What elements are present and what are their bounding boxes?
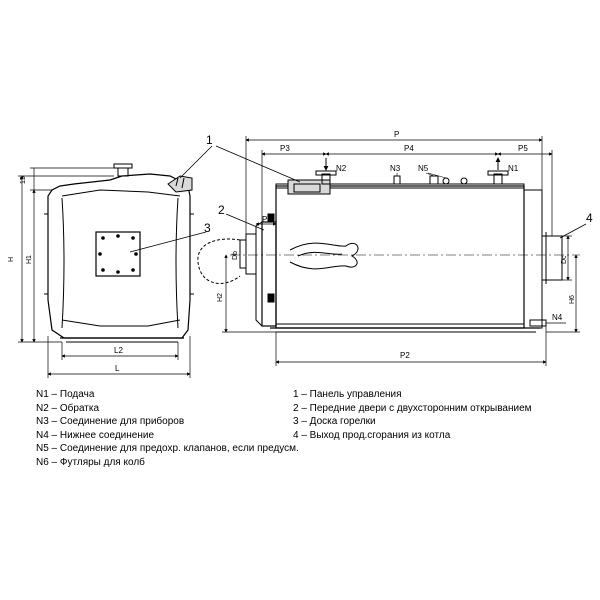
legend-item: 4 – Выход прод.сгорания из котла bbox=[293, 429, 451, 441]
side-view-n2-pipe bbox=[321, 173, 331, 185]
legend-item: N2 – Обратка bbox=[36, 402, 100, 414]
front-view-bolt bbox=[131, 268, 135, 272]
front-view-top-pipe bbox=[117, 167, 129, 177]
front-view-bolt bbox=[101, 268, 105, 272]
legend-item: 2 – Передние двери с двухсторонним откры… bbox=[293, 402, 532, 414]
legend-item: N4 – Нижнее соединение bbox=[36, 429, 155, 441]
callout-1: 1 bbox=[206, 133, 213, 147]
callout-2: 2 bbox=[218, 203, 225, 217]
dim-label-p: P bbox=[394, 130, 399, 139]
side-view-control-panel-inner bbox=[293, 183, 321, 193]
side-view-burner-flange bbox=[239, 239, 247, 269]
connection-leaders bbox=[396, 172, 447, 179]
legend-connections: N1 – Подача N2 – Обратка N3 – Соединение… bbox=[36, 388, 299, 470]
legend-item: N6 – Футляры для колб bbox=[36, 456, 145, 468]
front-view-bolt bbox=[116, 234, 120, 238]
side-view-rear-chamber bbox=[523, 189, 543, 329]
side-view-burner-ghost bbox=[197, 238, 241, 284]
side-view-n4-pipe bbox=[529, 319, 547, 327]
dim-label-h6: H6 bbox=[569, 295, 576, 304]
front-view-dimensions bbox=[18, 167, 191, 378]
dim-label-h1: H1 bbox=[26, 255, 33, 264]
side-view-flue-outlet bbox=[541, 235, 563, 281]
side-view-n5-pipe bbox=[429, 175, 439, 185]
dim-label-db: Db bbox=[232, 251, 239, 260]
side-view-front-door bbox=[261, 221, 277, 327]
front-view-inner-line-left bbox=[61, 197, 65, 329]
dim-label-15: 15 bbox=[20, 176, 27, 184]
front-view-inner-line-right bbox=[175, 197, 179, 329]
connection-arrows bbox=[323, 157, 501, 171]
legend-item: N5 – Соединение для предохр. клапанов, е… bbox=[36, 443, 299, 455]
legend-item: N3 – Соединение для приборов bbox=[36, 416, 185, 428]
front-view-bottom-line bbox=[61, 319, 181, 327]
callout-labels: 1 2 3 4 bbox=[204, 133, 593, 235]
dim-label-l2: L2 bbox=[114, 346, 123, 355]
front-view-dim-labels: H H1 15 L2 L bbox=[8, 176, 123, 373]
front-view-panel-cable bbox=[175, 177, 185, 189]
side-view-n5-fitting bbox=[460, 177, 468, 185]
side-view-hinge bbox=[267, 213, 275, 223]
front-view-top-line bbox=[61, 189, 181, 197]
side-view-door-edge bbox=[255, 221, 263, 327]
front-view-body-outline bbox=[47, 173, 191, 339]
connection-label-n5: N5 bbox=[418, 164, 429, 173]
dim-label-h: H bbox=[8, 257, 15, 262]
front-view bbox=[44, 163, 194, 343]
callout-4: 4 bbox=[586, 211, 593, 225]
side-view-body bbox=[275, 185, 525, 329]
side-view-flame-inner bbox=[297, 251, 343, 257]
side-view-n5-fitting bbox=[442, 177, 450, 185]
front-view-bolt bbox=[131, 236, 135, 240]
dim-label-p2: P2 bbox=[400, 351, 410, 360]
side-view-dim-labels: P P3 P4 P5 P6 P2 H2 Db H6 Dc N1 N2 N3 N4… bbox=[217, 130, 576, 360]
connection-label-n4: N4 bbox=[552, 313, 563, 322]
front-view-bolt bbox=[134, 252, 138, 256]
front-view-top-flange bbox=[113, 163, 133, 169]
side-view-burner-plate bbox=[245, 233, 257, 275]
dim-label-p6: P6 bbox=[262, 215, 272, 224]
dim-label-p5: P5 bbox=[518, 144, 528, 153]
front-view-bolt bbox=[116, 270, 120, 274]
legend-item: 1 – Панель управления bbox=[293, 389, 402, 400]
side-view-n2-flange bbox=[315, 170, 337, 176]
connection-label-n1: N1 bbox=[508, 164, 519, 173]
dim-label-h2: H2 bbox=[217, 293, 224, 302]
front-view-bolt bbox=[101, 236, 105, 240]
legend-components: 1 – Панель управления 2 – Передние двери… bbox=[293, 388, 532, 442]
side-view bbox=[197, 170, 563, 333]
front-view-burner-plate bbox=[95, 231, 141, 277]
connection-label-n2: N2 bbox=[336, 164, 347, 173]
dim-label-dc: Dc bbox=[561, 255, 568, 264]
side-view-n1-pipe bbox=[493, 173, 503, 185]
side-view-hinge bbox=[267, 293, 275, 303]
side-view-n1-flange bbox=[487, 170, 509, 176]
side-view-n3-pipe bbox=[393, 175, 401, 185]
front-view-control-panel bbox=[167, 175, 193, 193]
dim-label-l: L bbox=[115, 364, 120, 373]
legend-item: N1 – Подача bbox=[36, 389, 95, 400]
front-view-bolt bbox=[98, 252, 102, 256]
connection-label-n3: N3 bbox=[390, 164, 401, 173]
dim-label-p3: P3 bbox=[280, 144, 290, 153]
callout-3: 3 bbox=[204, 221, 211, 235]
side-view-flame bbox=[289, 242, 359, 270]
callout-leaders bbox=[129, 145, 587, 253]
legend-item: 3 – Доска горелки bbox=[293, 416, 376, 428]
dim-label-p4: P4 bbox=[404, 144, 414, 153]
